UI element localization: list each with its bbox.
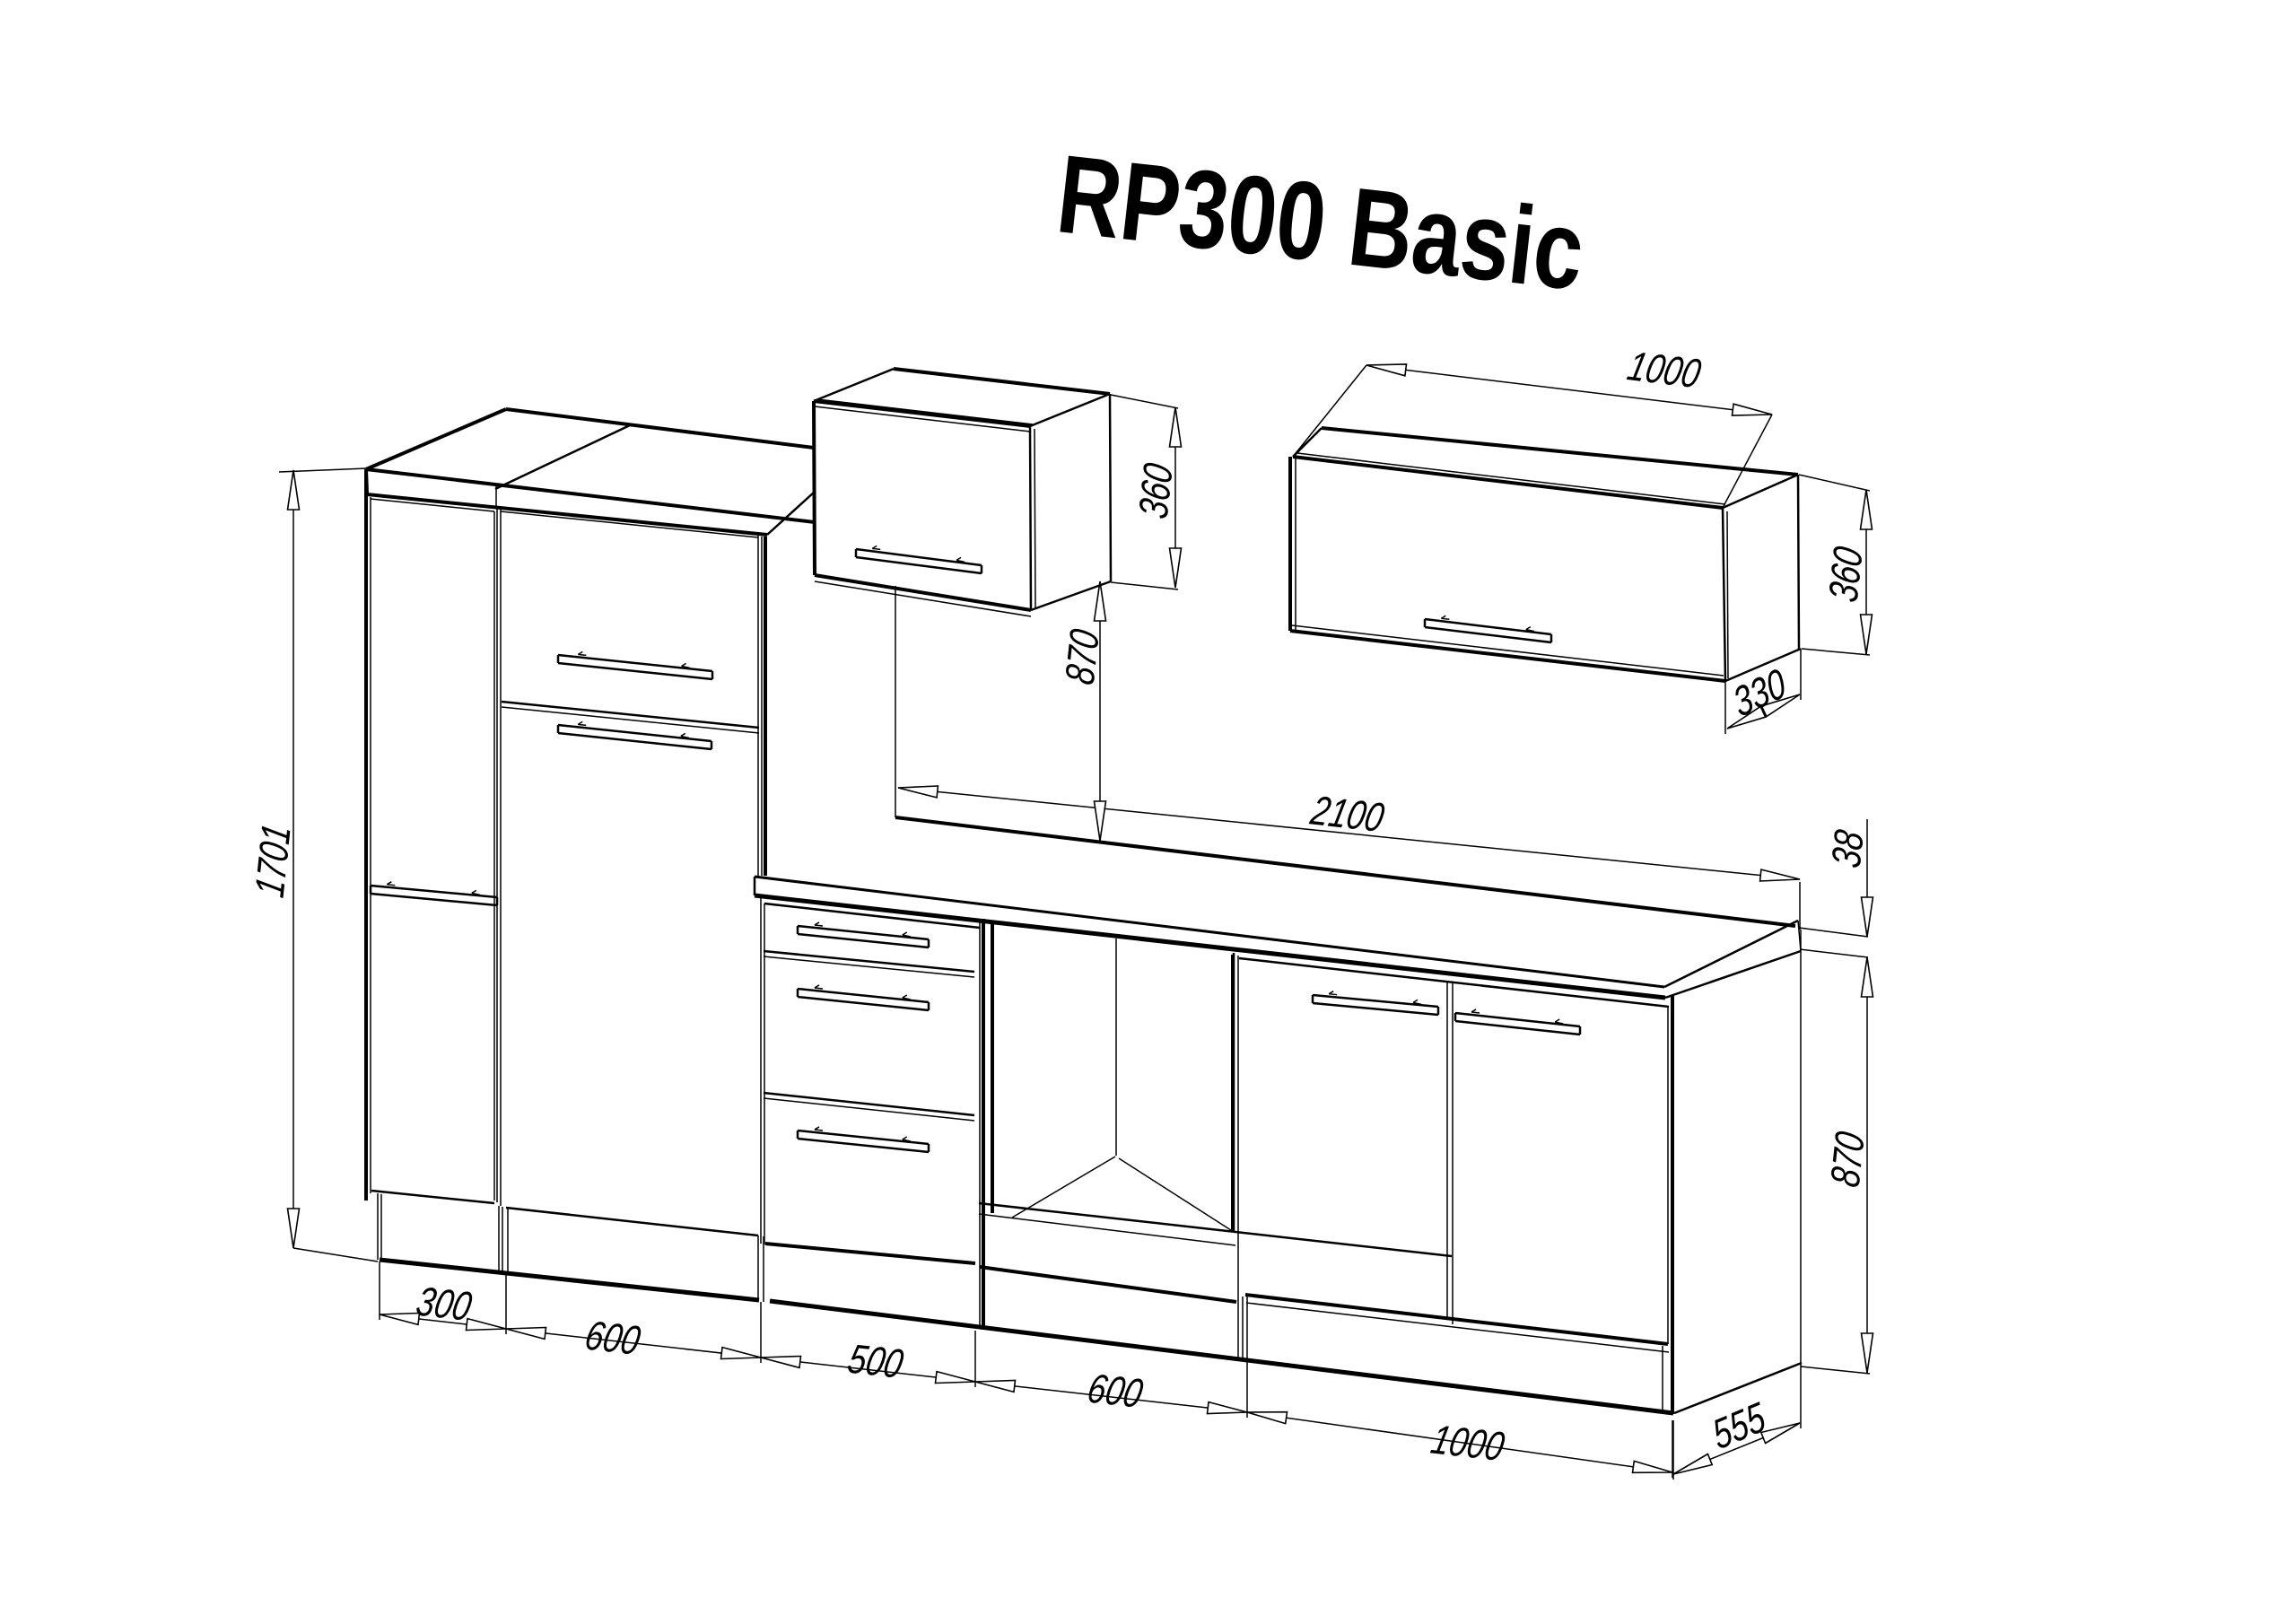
svg-text:360: 360 bbox=[1820, 543, 1871, 606]
svg-text:1000: 1000 bbox=[1427, 1417, 1509, 1470]
svg-text:1701: 1701 bbox=[247, 820, 300, 901]
svg-text:2100: 2100 bbox=[1306, 788, 1388, 841]
svg-text:600: 600 bbox=[1084, 1366, 1148, 1417]
svg-text:600: 600 bbox=[581, 1313, 645, 1364]
svg-text:500: 500 bbox=[844, 1336, 908, 1387]
svg-text:300: 300 bbox=[413, 1279, 476, 1330]
svg-text:870: 870 bbox=[1822, 1128, 1873, 1191]
svg-text:360: 360 bbox=[1131, 459, 1181, 522]
svg-text:1000: 1000 bbox=[1624, 344, 1706, 397]
svg-text:870: 870 bbox=[1057, 625, 1107, 688]
